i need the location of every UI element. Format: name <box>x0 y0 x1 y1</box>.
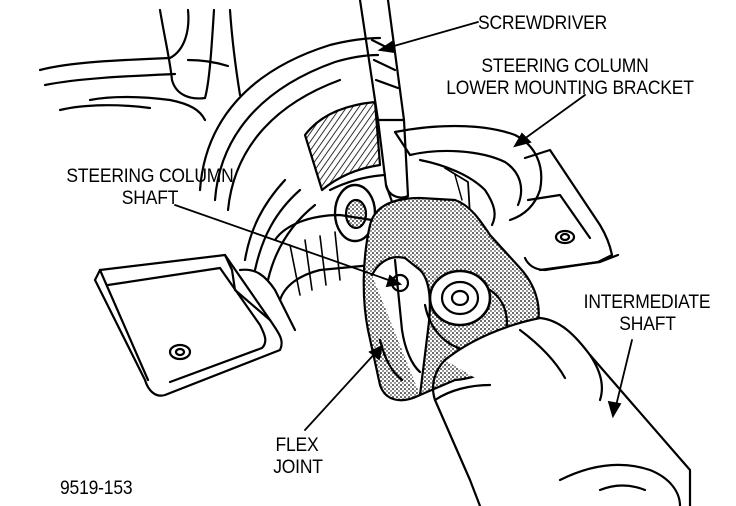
flex-leader <box>304 349 379 431</box>
screwdriver-leader <box>379 21 479 51</box>
dash-housing <box>38 8 242 122</box>
label-bracket-line1: STEERING COLUMN <box>481 56 649 77</box>
leader-lines <box>174 21 633 431</box>
intermediate-shaft <box>431 316 692 506</box>
intermediate-leader <box>614 339 633 411</box>
bracket-leader <box>519 94 586 143</box>
left-bracket-plate <box>93 253 297 397</box>
figure-number: 9519-153 <box>60 478 133 499</box>
bracket-arrowhead <box>513 132 532 148</box>
flex-arrowhead <box>368 344 384 361</box>
label-screwdriver: SCREWDRIVER <box>478 13 608 34</box>
label-flex-line2: JOINT <box>273 457 323 478</box>
column-shaft-leader <box>174 204 398 284</box>
column-gear-ring <box>303 100 387 243</box>
column-shaft-arrowhead <box>385 274 403 288</box>
label-flex-line1: FLEX <box>275 435 319 456</box>
label-column-shaft-line2: SHAFT <box>121 188 179 209</box>
screwdriver-arrowhead <box>377 40 396 54</box>
lower-mounting-bracket <box>393 124 620 272</box>
column-shroud-arc <box>198 36 382 282</box>
intermediate-arrowhead <box>607 400 622 419</box>
label-bracket-line2: LOWER MOUNTING BRACKET <box>446 78 694 99</box>
label-column-shaft-line1: STEERING COLUMN <box>66 166 234 187</box>
label-intermediate-line2: SHAFT <box>619 314 676 335</box>
label-intermediate-line1: INTERMEDIATE <box>583 292 711 313</box>
steering-column-shaft <box>273 213 374 302</box>
